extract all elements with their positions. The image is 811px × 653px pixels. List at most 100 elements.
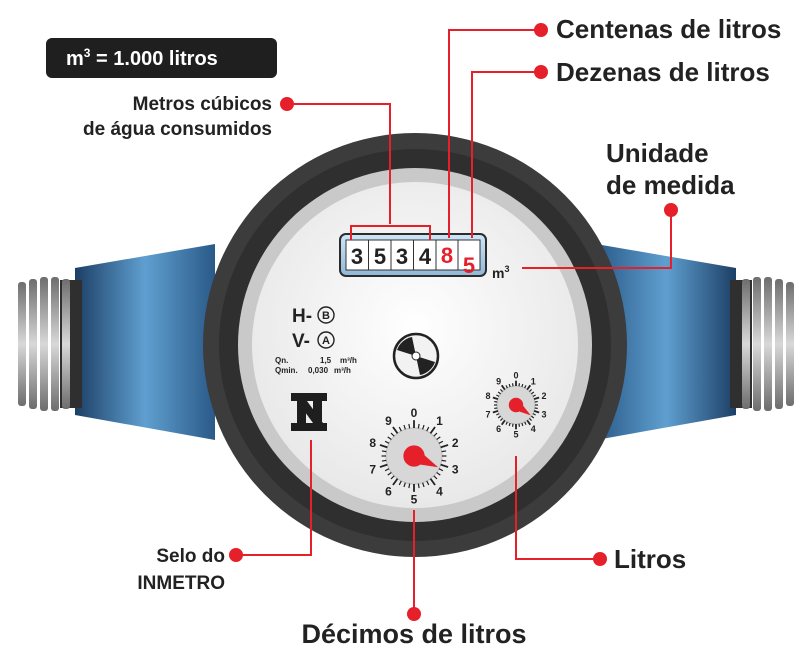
dial-litros-tick	[524, 385, 527, 389]
qmin-unit: m³/h	[334, 366, 351, 375]
callout-selo-dot	[229, 548, 243, 562]
label-decimos: Décimos de litros	[301, 619, 526, 649]
dial-litros-tick	[500, 419, 506, 426]
dial-litros-tick	[499, 388, 503, 392]
qmin-label: Qmin.	[275, 366, 298, 375]
dial-litros-tick	[496, 413, 500, 416]
inmetro-seal-logo	[291, 393, 327, 431]
dial-litros-tick	[497, 415, 501, 419]
qmin-value: 0,030	[308, 366, 329, 375]
dial-litros-tick	[531, 391, 535, 395]
dial-litros-hub	[508, 397, 524, 413]
dial-litros-tick	[533, 410, 540, 414]
dial-litros-tick	[526, 419, 532, 426]
callout-metros-bracket	[350, 225, 431, 240]
counter-window: 3 5 3 4 8 5 m3	[339, 233, 509, 281]
dial-decimos-tick	[390, 432, 395, 437]
class-v-letter: A	[322, 335, 330, 347]
dial-litros-tick	[532, 394, 536, 397]
dial-litros-tick	[531, 415, 535, 419]
class-h-label: H-	[292, 306, 312, 327]
dial-decimos-tick	[429, 478, 436, 486]
dial-decimos-tick	[379, 444, 388, 449]
dial-litros-tick	[521, 383, 524, 388]
dial-litros-tick	[533, 396, 540, 400]
dial-litros-tick	[526, 384, 532, 391]
dial-decimos-tick	[387, 436, 392, 441]
dial-litros-number: 5	[513, 430, 518, 440]
dial-litros-tick	[500, 384, 506, 391]
left-pipe	[18, 244, 215, 440]
dial-decimos-tick	[392, 478, 399, 486]
callout-lines	[238, 29, 672, 612]
dial-litros-tick	[496, 394, 500, 397]
propeller-indicator-icon	[392, 332, 440, 380]
dial-decimos-tick	[433, 475, 438, 480]
callout-decimos-dot	[407, 607, 421, 621]
dial-decimos-tick	[398, 480, 402, 486]
dial-decimos-number: 4	[436, 484, 443, 498]
dial-decimos-tick	[381, 450, 387, 453]
dial-litros-tick	[508, 383, 511, 388]
callout-unidade-dot	[664, 203, 678, 217]
callout-centenas-dot	[534, 23, 548, 37]
class-h-circle	[317, 306, 335, 324]
dial-decimos-tick	[381, 459, 387, 462]
dial-litros-number: 0	[513, 371, 518, 381]
dial-litros-number: 2	[542, 391, 547, 401]
dial-decimos-tick	[438, 468, 444, 472]
dial-decimos-number: 5	[411, 493, 418, 507]
dial-decimos-number: 6	[385, 484, 392, 498]
dial-decimos-tick	[438, 440, 444, 444]
dial-litros-number: 8	[485, 391, 490, 401]
dial-litros-tick	[529, 388, 533, 392]
dial-decimos-tick	[422, 424, 425, 430]
label-selo-line2: INMETRO	[137, 573, 225, 594]
dial-litros-number: 9	[496, 376, 501, 386]
dial-litros-tick	[521, 422, 524, 427]
label-litros: Litros	[614, 544, 686, 574]
callout-centenas-line	[448, 29, 545, 238]
callout-dezenas-dot	[534, 65, 548, 79]
dial-decimos-number: 8	[369, 436, 376, 450]
dial-decimos-tick	[441, 450, 447, 453]
right-pipe	[596, 244, 794, 440]
dial-litros-tick	[499, 418, 503, 422]
left-thread	[18, 277, 70, 411]
conversion-badge-text: m3 = 1.000 litros	[66, 46, 218, 70]
dial-decimos-number: 2	[452, 436, 459, 450]
dial-decimos-tick	[408, 423, 411, 429]
dial-litros-tick	[505, 385, 508, 389]
label-selo-line1: Selo do	[156, 546, 225, 567]
dial-decimos-number: 1	[436, 414, 443, 428]
counter-digit-dezenas: 5	[463, 253, 475, 278]
dial-decimos-tick	[433, 432, 438, 437]
callout-litros-line	[515, 456, 598, 560]
dial-decimos-tick	[398, 426, 402, 432]
callout-litros-dot	[593, 552, 607, 566]
dial-decimos-tick	[422, 482, 425, 488]
dial-litros-tick	[508, 422, 511, 427]
dial-decimos-tick	[429, 426, 436, 434]
callout-selo-line	[238, 440, 312, 556]
dial-decimos-hub	[403, 445, 425, 467]
right-thread	[742, 277, 794, 411]
dial-litros-number: 7	[485, 409, 490, 419]
dial-decimos-tick	[441, 459, 447, 462]
callout-metros-line	[285, 103, 391, 224]
counter-digit-2: 5	[374, 244, 386, 269]
dial-litros-tick	[532, 413, 536, 416]
dial-decimos-number: 0	[411, 406, 418, 420]
label-unidade-line1: Unidade	[606, 138, 709, 168]
dial-decimos-tick	[408, 483, 411, 489]
label-unidade-line2: de medida	[606, 170, 735, 200]
dial-litros-tick	[492, 410, 499, 414]
callout-dezenas-line	[471, 71, 545, 238]
dial-decimos-number: 3	[452, 463, 459, 477]
callout-dots	[229, 23, 678, 621]
dial-litros-number: 4	[531, 424, 536, 434]
dial-decimos-tick	[403, 482, 406, 488]
counter-digit-3: 3	[396, 244, 408, 269]
